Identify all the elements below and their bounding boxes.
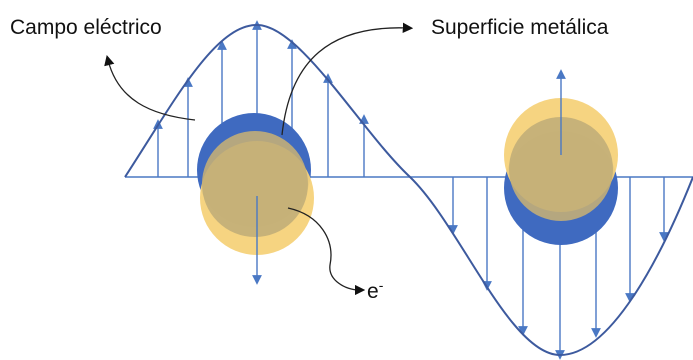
pointer-electric-field bbox=[104, 54, 196, 121]
pointer-metal-surface bbox=[281, 22, 414, 136]
electron-charge: - bbox=[379, 277, 384, 293]
left-particle bbox=[197, 113, 314, 285]
label-electron: e- bbox=[367, 277, 384, 303]
label-metal-surface: Superficie metálica bbox=[431, 16, 609, 39]
pointer-electron bbox=[287, 207, 366, 296]
electric-field-wave bbox=[124, 23, 693, 357]
overlap-shade bbox=[202, 131, 308, 237]
right-particle bbox=[504, 69, 618, 245]
label-electric-field: Campo eléctrico bbox=[10, 16, 162, 39]
electron-symbol: e bbox=[367, 280, 379, 303]
overlap-shade bbox=[509, 117, 613, 221]
